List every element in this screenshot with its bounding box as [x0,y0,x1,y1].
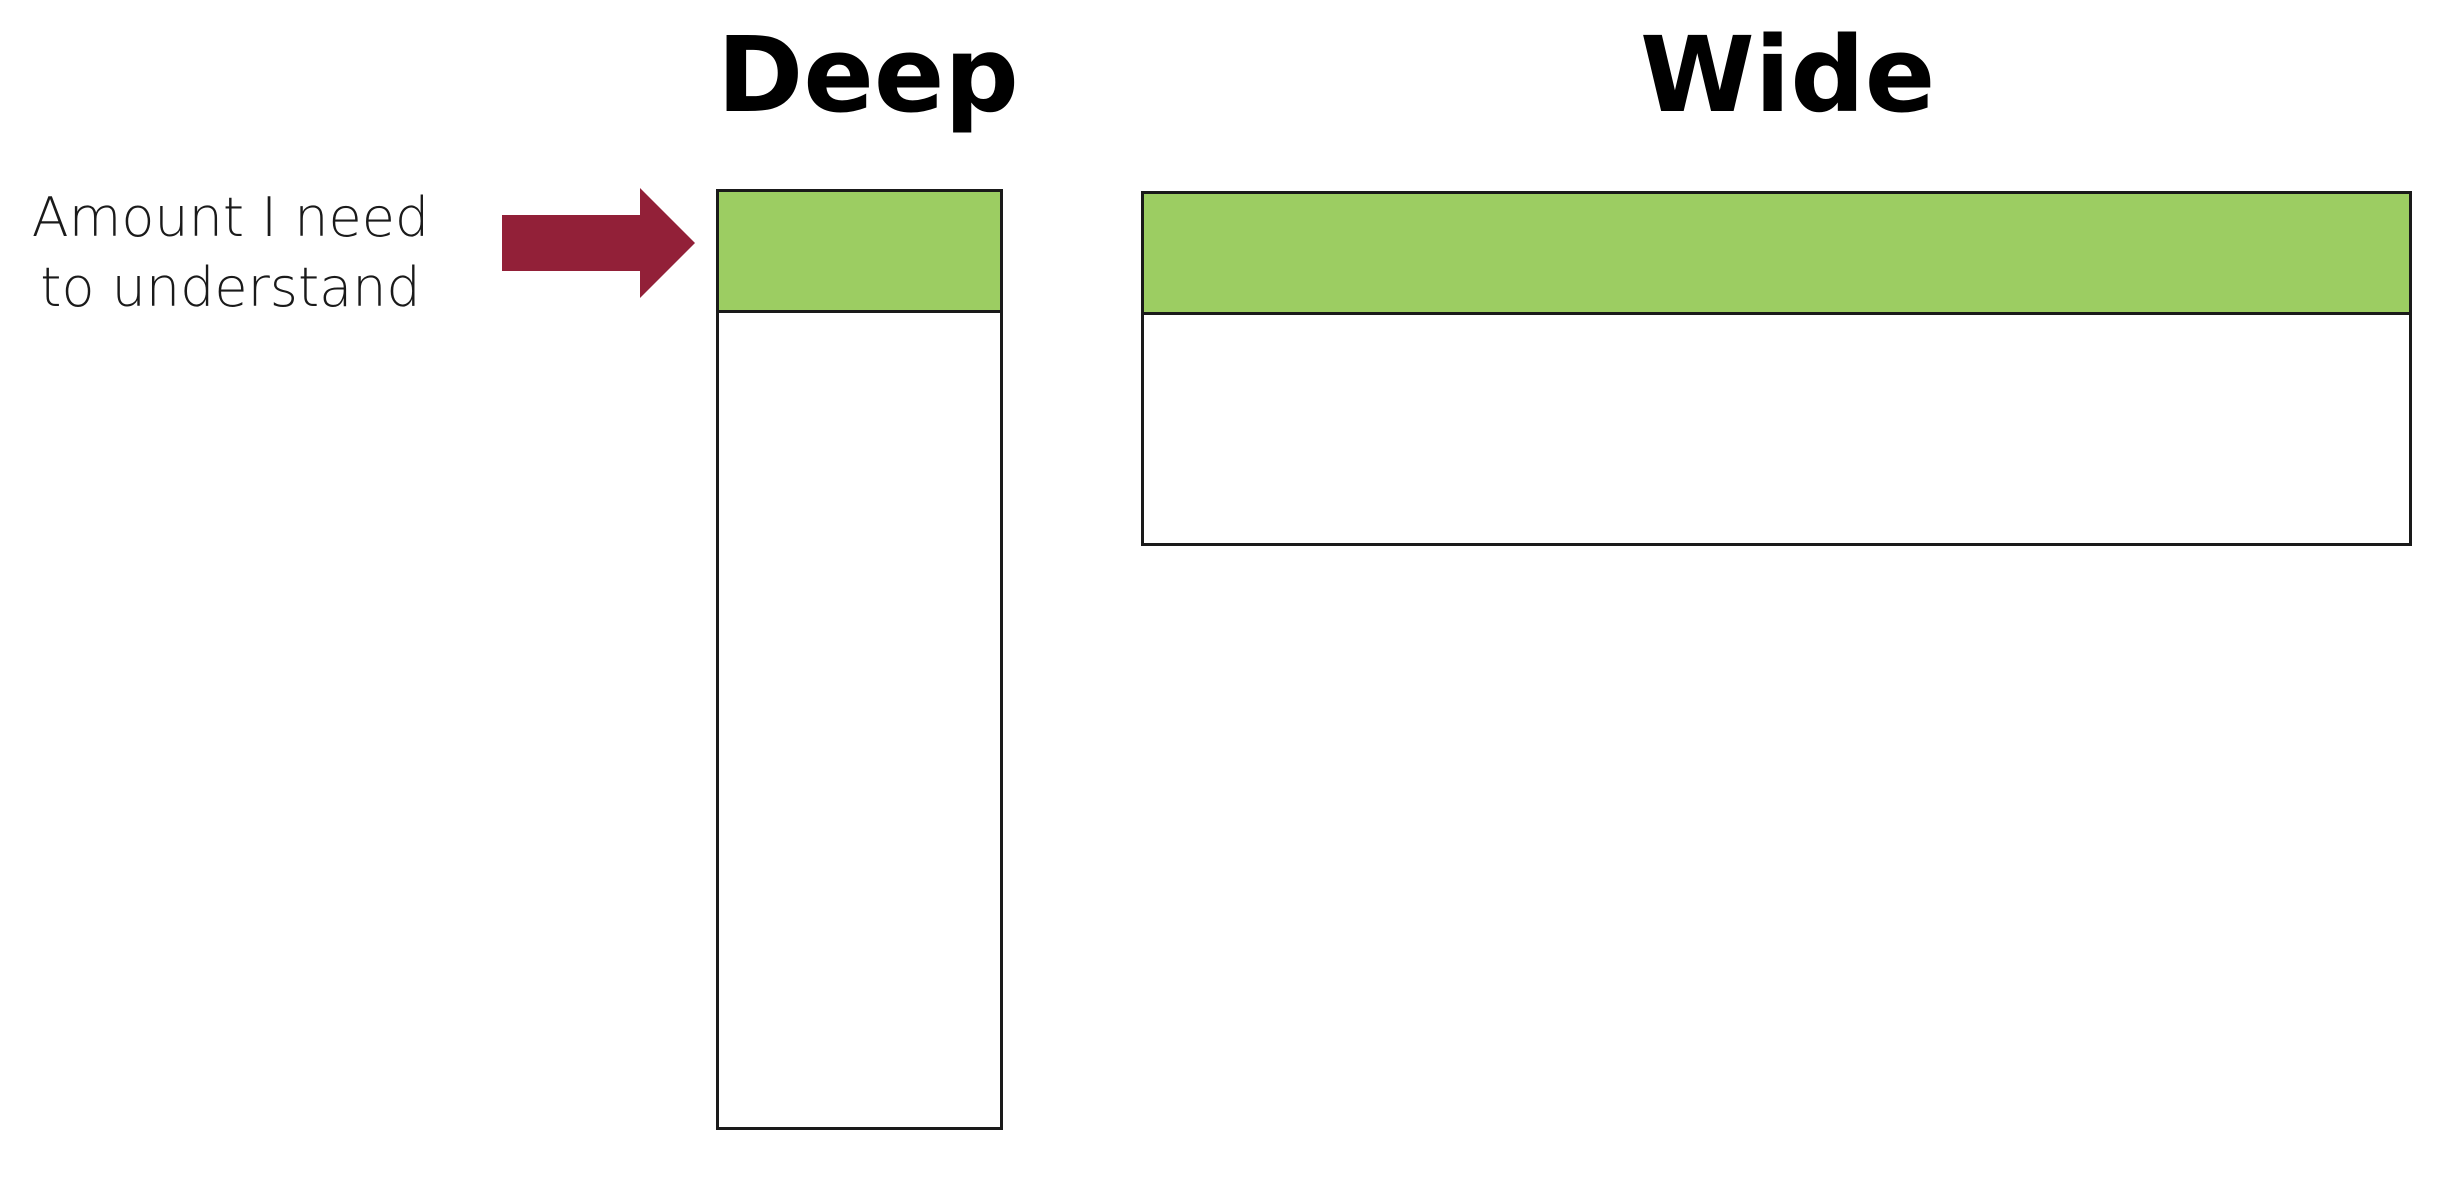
deep-column [716,189,1003,1130]
wide-heading: Wide [1640,14,1936,136]
understanding-label-line-2: to understand [40,256,421,319]
arrow-shape [502,188,695,298]
wide-column [1141,191,2412,546]
deep-heading: Deep [717,14,1019,136]
understanding-label: Amount I need to understand [18,183,443,323]
right-arrow-icon [502,188,695,298]
deep-understood-portion [719,192,1000,313]
understanding-label-line-1: Amount I need [31,186,430,249]
wide-understood-portion [1144,194,2409,315]
